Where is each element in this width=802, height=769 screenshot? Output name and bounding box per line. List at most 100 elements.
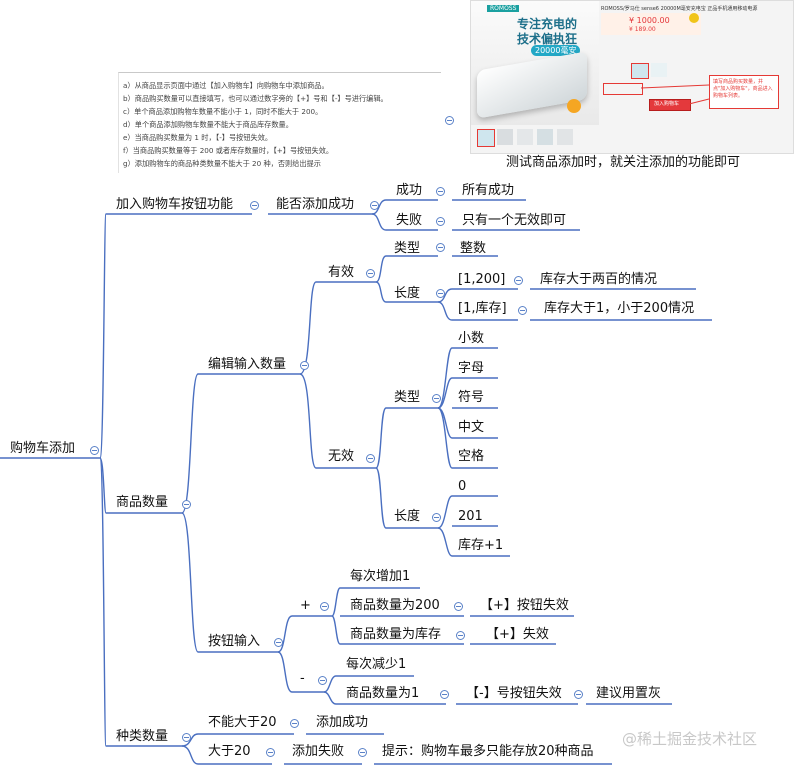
collapse-toggle[interactable]	[358, 748, 367, 757]
valid-range-1-desc[interactable]: 库存大于两百的情况	[540, 272, 658, 287]
collapse-toggle[interactable]	[436, 289, 445, 298]
collapse-toggle[interactable]	[366, 454, 375, 463]
collapse-toggle[interactable]	[436, 243, 445, 252]
note-line: b）商品购买数量可以直接填写，也可以通过数字旁的【+】号和【-】号进行编辑。	[123, 94, 388, 103]
invalid-length-item[interactable]: 0	[458, 479, 467, 494]
add-button-branch[interactable]: 加入购物车按钮功能	[116, 197, 234, 212]
collapse-toggle[interactable]	[454, 602, 463, 611]
invalid-type-item[interactable]: 符号	[458, 390, 485, 405]
requirements-note: a）从商品显示页面中通过【加入购物车】向购物车中添加商品。 b）商品购买数量可以…	[118, 72, 441, 173]
collapse-toggle[interactable]	[182, 733, 191, 742]
collapse-toggle[interactable]	[182, 500, 191, 509]
button-input-node[interactable]: 按钮输入	[208, 634, 261, 649]
note-line: c）单个商品添加购物车数量不能小于 1，同时不能大于 200。	[123, 107, 323, 116]
fail-node[interactable]: 失败	[396, 213, 423, 228]
invalid-node[interactable]: 无效	[328, 449, 355, 464]
kinds-le20[interactable]: 不能大于20	[208, 715, 277, 730]
collapse-toggle[interactable]	[436, 187, 445, 196]
minus-case-1-result[interactable]: 【-】号按钮失效	[466, 686, 562, 701]
minus-case-1[interactable]: 商品数量为1	[346, 686, 420, 701]
note-line: e）当商品购买数量为 1 时，【-】号按钮失效。	[123, 133, 273, 142]
add-to-cart-label: 加入购物车	[654, 101, 680, 107]
kinds-le20-result[interactable]: 添加成功	[316, 715, 369, 730]
callout-arrows	[640, 84, 710, 105]
valid-range-1[interactable]: [1,200]	[458, 272, 506, 287]
collapse-toggle[interactable]	[370, 201, 379, 210]
note-line: g）添加购物车的商品种类数量不能大于 20 种，否则给出提示	[123, 159, 321, 168]
root-node[interactable]: 购物车添加	[10, 441, 76, 456]
invalid-length-item[interactable]: 库存+1	[458, 538, 504, 553]
invalid-type-item[interactable]: 小数	[458, 331, 485, 346]
kinds-gt20[interactable]: 大于20	[208, 744, 251, 759]
thumbnail[interactable]	[537, 129, 553, 145]
minus-each[interactable]: 每次减少1	[346, 657, 407, 672]
collapse-toggle[interactable]	[90, 446, 99, 455]
collapse-toggle[interactable]	[456, 631, 465, 640]
valid-range-2[interactable]: [1,库存]	[458, 301, 507, 316]
collapse-toggle[interactable]	[290, 719, 299, 728]
collapse-toggle[interactable]	[250, 201, 259, 210]
promo-sticker	[567, 99, 581, 113]
thumbnail[interactable]	[497, 129, 513, 145]
kinds-branch[interactable]: 种类数量	[116, 729, 169, 744]
price-secondary: ¥ 189.00	[629, 26, 656, 33]
success-desc[interactable]: 所有成功	[462, 183, 515, 198]
plus-case-stock-result[interactable]: 【+】失效	[486, 627, 549, 642]
collapse-toggle[interactable]	[366, 269, 375, 278]
collapse-toggle[interactable]	[266, 748, 275, 757]
collapse-toggle[interactable]	[318, 676, 327, 685]
collapse-toggle[interactable]	[440, 690, 449, 699]
valid-node[interactable]: 有效	[328, 265, 355, 280]
plus-case-200[interactable]: 商品数量为200	[350, 598, 440, 613]
product-screenshot: ROMOSS 专注充电的 技术偏执狂 20000毫安 ROMOSS/罗马仕 se…	[470, 0, 794, 154]
invalid-type-item[interactable]: 字母	[458, 361, 485, 376]
kinds-gt20-tip[interactable]: 提示：购物车最多只能存放20种商品	[382, 744, 594, 759]
valid-range-2-desc[interactable]: 库存大于1，小于200情况	[544, 301, 695, 316]
invalid-type-item[interactable]: 中文	[458, 420, 485, 435]
invalid-length-item[interactable]: 201	[458, 509, 483, 524]
thumbnail[interactable]	[557, 129, 573, 145]
invalid-type-item[interactable]: 空格	[458, 449, 485, 464]
quantity-stepper-highlight[interactable]	[603, 83, 643, 95]
price-value: ¥ 1000.00	[629, 16, 670, 25]
minus-node[interactable]: -	[300, 671, 305, 686]
success-node[interactable]: 成功	[396, 183, 423, 198]
collapse-toggle[interactable]	[432, 394, 441, 403]
thumbnail[interactable]	[477, 129, 495, 147]
valid-length-label[interactable]: 长度	[394, 286, 421, 301]
collapse-toggle[interactable]	[574, 690, 583, 699]
quantity-branch[interactable]: 商品数量	[116, 495, 169, 510]
collapse-toggle[interactable]	[300, 361, 309, 370]
banner-headline: 技术偏执狂	[517, 32, 578, 46]
collapse-toggle[interactable]	[445, 116, 454, 125]
invalid-type-label[interactable]: 类型	[394, 390, 421, 405]
plus-case-200-result[interactable]: 【+】按钮失效	[480, 598, 569, 613]
color-option[interactable]	[631, 63, 649, 79]
edit-input-node[interactable]: 编辑输入数量	[208, 357, 287, 372]
collapse-toggle[interactable]	[320, 602, 329, 611]
collapse-toggle[interactable]	[518, 306, 527, 315]
collapse-toggle[interactable]	[436, 217, 445, 226]
kinds-gt20-result[interactable]: 添加失败	[292, 744, 345, 759]
collapse-toggle[interactable]	[274, 638, 283, 647]
valid-type-label[interactable]: 类型	[394, 241, 421, 256]
plus-each[interactable]: 每次增加1	[350, 569, 411, 584]
collapse-toggle[interactable]	[514, 276, 523, 285]
minus-suggestion[interactable]: 建议用置灰	[596, 686, 662, 701]
plus-node[interactable]: +	[300, 598, 311, 613]
note-line: f）当商品购买数量等于 200 或者库存数量时，【+】号按钮失效。	[123, 146, 334, 155]
capacity-badge: 20000毫安	[531, 45, 581, 56]
note-line: d）单个商品添加购物车数量不能大于商品库存数量。	[123, 120, 293, 129]
invalid-length-label[interactable]: 长度	[394, 509, 421, 524]
can-add-node[interactable]: 能否添加成功	[276, 197, 355, 212]
collapse-toggle[interactable]	[432, 513, 441, 522]
thumbnail-strip	[475, 127, 595, 147]
banner-headline: 专注充电的	[517, 17, 578, 31]
plus-case-stock[interactable]: 商品数量为库存	[350, 627, 442, 642]
coupon-icon	[689, 13, 699, 23]
add-to-cart-button[interactable]: 加入购物车	[649, 99, 691, 111]
color-option[interactable]	[651, 63, 667, 77]
fail-desc[interactable]: 只有一个无效即可	[462, 213, 567, 228]
valid-type-value[interactable]: 整数	[460, 241, 487, 256]
thumbnail[interactable]	[517, 129, 533, 145]
